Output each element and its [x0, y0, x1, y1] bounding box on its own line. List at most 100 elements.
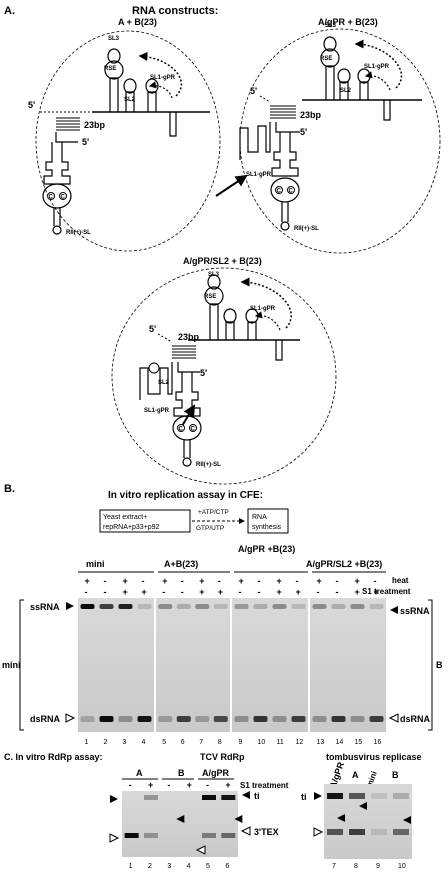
- dsrna-band: [272, 716, 287, 722]
- ti-band: [202, 795, 216, 800]
- ssrna-band: [137, 604, 152, 609]
- bp-label: 23bp: [300, 110, 322, 120]
- lane-number: 1: [129, 863, 133, 870]
- workflow-box-input: [99, 509, 191, 533]
- tex-band: [371, 829, 387, 835]
- ssrna-band: [176, 604, 191, 609]
- s1-sign: -: [336, 587, 339, 597]
- c-s1-signs: -+-+-+: [129, 780, 231, 790]
- sl2-label: SL2: [124, 97, 136, 103]
- band-marker: [337, 814, 345, 822]
- tex-arrow-left: [109, 833, 120, 843]
- five-prime-label: 5': [149, 324, 156, 334]
- heat-label: heat: [392, 576, 409, 585]
- lane-number: 4: [142, 739, 146, 746]
- ti-label-right: ti: [301, 792, 307, 802]
- c-right-group-b: B: [392, 770, 399, 780]
- tex-band: [144, 833, 158, 838]
- ti-arrow-gel-right: [314, 792, 322, 800]
- lane-number: 5: [162, 739, 166, 746]
- band-marker-open: [195, 845, 206, 855]
- ssrna-label-left: ssRNA: [30, 602, 60, 612]
- c-label: C: [191, 427, 196, 433]
- dashed-outline: [111, 267, 337, 485]
- heat-sign: -: [296, 576, 299, 586]
- dsrna-band: [118, 716, 133, 722]
- tex-band: [221, 833, 236, 838]
- lane-number: 14: [336, 739, 344, 746]
- lane-number: 13: [317, 739, 325, 746]
- rse-label: RSE: [320, 56, 332, 62]
- sl3-label: SL3: [108, 36, 120, 42]
- ti-band: [393, 793, 409, 799]
- arrow-line2: GTP/UTP: [196, 525, 224, 532]
- ssrna-band: [272, 604, 287, 609]
- gel-panel-b: [78, 598, 386, 732]
- ti-band: [349, 793, 365, 799]
- s1-treatment-label: S1 treatment: [362, 587, 411, 596]
- group-label-agpr-sl2-b23: A/gPR/SL2 +B(23): [306, 559, 382, 569]
- s1-sign: +: [218, 587, 223, 597]
- dsrna-band: [312, 716, 327, 722]
- lane-number: 6: [225, 863, 229, 870]
- ssrna-band: [291, 604, 306, 609]
- heat-sign: +: [199, 576, 204, 586]
- group-label-a-b23: A+B(23): [164, 559, 198, 569]
- dsrna-band: [137, 716, 152, 722]
- c-label: C: [49, 195, 54, 201]
- lane-number: 12: [296, 739, 304, 746]
- lane-number: 9: [376, 863, 380, 870]
- lane-number: 9: [239, 739, 243, 746]
- five-prime-label-2: 5': [82, 137, 89, 147]
- workflow-box-output: [247, 508, 289, 534]
- five-prime-label-2: 5': [200, 368, 207, 378]
- dsrna-band: [369, 716, 384, 722]
- lane-number: 1: [85, 739, 89, 746]
- lane-number: 8: [354, 863, 358, 870]
- s1-sign: -: [162, 587, 165, 597]
- s1-sign: -: [258, 587, 261, 597]
- s1-row: --++--++--++--++: [85, 587, 379, 597]
- heat-sign: -: [142, 576, 145, 586]
- ssrna-band: [234, 604, 249, 609]
- ti-band: [327, 793, 343, 799]
- dsrna-label-right: dsRNA: [400, 714, 431, 724]
- lane-number: 7: [199, 739, 203, 746]
- heat-sign: +: [123, 576, 128, 586]
- rse-label: RSE: [104, 66, 116, 72]
- ssrna-band: [253, 604, 268, 609]
- tex-label: 3'TEX: [254, 827, 279, 837]
- sl1gpr-label: SL1-gPR: [250, 306, 276, 312]
- ti-band: [221, 795, 236, 800]
- ssrna-band: [80, 604, 95, 609]
- lane-number: 8: [218, 739, 222, 746]
- heat-sign: -: [181, 576, 184, 586]
- dashed-outline: [35, 30, 221, 252]
- five-prime-label: 5': [28, 100, 35, 110]
- dsrna-band: [195, 716, 210, 722]
- panel-a-title: RNA constructs:: [132, 5, 218, 17]
- lane-number: 15: [355, 739, 363, 746]
- sl2-moved-label: SL2: [158, 380, 170, 386]
- dsrna-band: [331, 716, 346, 722]
- c-label: C: [277, 189, 282, 195]
- lane-number: 7: [332, 863, 336, 870]
- s1-sign: -: [181, 587, 184, 597]
- heat-sign: +: [355, 576, 360, 586]
- ssrna-band: [158, 604, 173, 609]
- ti-arrow-right: [242, 791, 250, 799]
- lane-number: 3: [167, 863, 171, 870]
- c-label: C: [179, 427, 184, 433]
- dsrna-band: [176, 716, 191, 722]
- c-s1-sign: +: [148, 780, 153, 790]
- ssrna-label-right: ssRNA: [400, 606, 430, 616]
- c-label: C: [289, 189, 294, 195]
- box2-line1: RNA: [252, 514, 267, 521]
- ssrna-arrow-left: [66, 602, 74, 610]
- dsrna-band: [234, 716, 249, 722]
- box2-line2: synthesis: [252, 524, 282, 531]
- gel-panel-c-right: [324, 784, 412, 859]
- lane-number: 16: [374, 739, 382, 746]
